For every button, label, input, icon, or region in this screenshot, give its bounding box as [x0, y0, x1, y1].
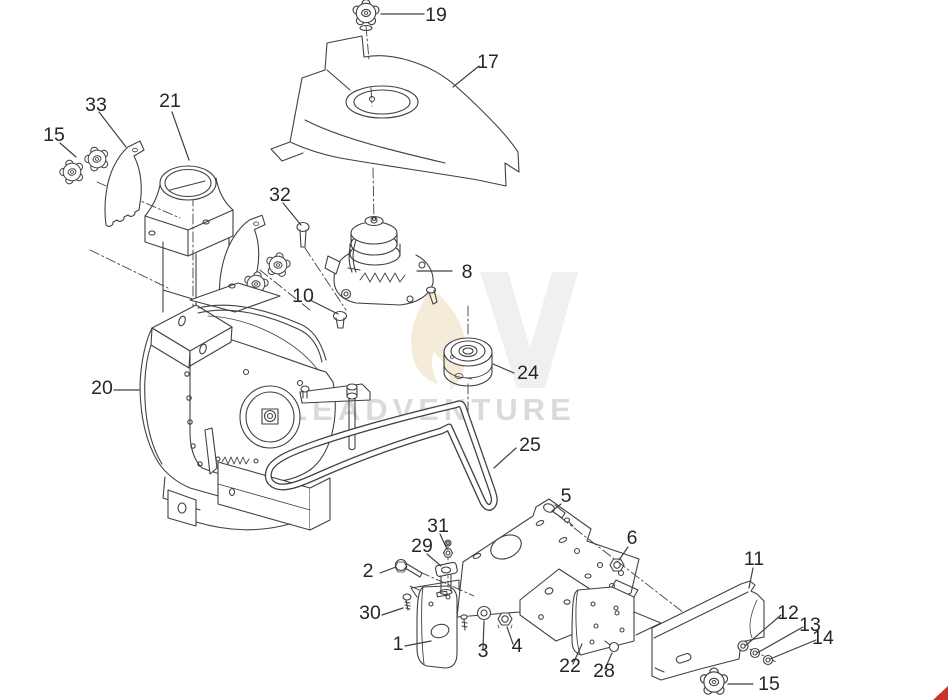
part-bolt-5 [543, 503, 574, 527]
part-mount-plate [410, 579, 460, 669]
callout-label-14: 14 [812, 627, 834, 649]
callout-label-10: 10 [292, 285, 314, 307]
callout-label-1: 1 [393, 633, 404, 655]
callout-label-3: 3 [478, 640, 489, 662]
part-spacer-29 [434, 561, 458, 596]
part-nut-31 [442, 539, 454, 558]
part-bolt-10 [332, 310, 348, 329]
part-knob-15-lower [699, 667, 729, 695]
callout-label-33: 33 [85, 94, 107, 116]
callout-label-2: 2 [363, 560, 374, 582]
callout-label-30: 30 [359, 602, 381, 624]
callout-label-11: 11 [744, 548, 764, 570]
leadventure-watermark: LEADVENTURE [288, 272, 578, 427]
callout-label-22: 22 [559, 655, 581, 677]
callout-label-5: 5 [561, 485, 572, 507]
callout-label-29: 29 [411, 535, 433, 557]
callout-label-31: 31 [427, 515, 449, 537]
part-bolt-28 [604, 640, 620, 653]
callout-label-19: 19 [425, 4, 447, 26]
v-watermark-icon [480, 272, 578, 388]
callout-label-15-bottom: 15 [758, 673, 780, 695]
part-screw-30 [402, 593, 412, 611]
part-bolt-32 [296, 221, 310, 248]
callout-labels: 19 17 33 21 15 32 8 10 24 20 25 5 31 29 … [43, 4, 834, 695]
part-engine-cover [270, 35, 520, 187]
part-washer-13 [749, 647, 761, 659]
callout-label-21: 21 [159, 90, 181, 112]
part-discharge-chute [144, 165, 234, 323]
callout-label-28: 28 [593, 660, 615, 682]
callout-label-17: 17 [477, 51, 499, 73]
part-nut-4 [497, 612, 513, 629]
flame-watermark-icon [411, 288, 467, 390]
callout-label-4: 4 [512, 635, 523, 657]
part-belt [264, 400, 498, 511]
part-clutch [324, 215, 438, 306]
part-washer-12 [737, 640, 749, 652]
part-blower-housing [139, 282, 371, 531]
part-knob-15-upper-left [56, 143, 113, 187]
part-pulley [443, 337, 493, 387]
callout-label-15-top: 15 [43, 124, 65, 146]
callout-label-12: 12 [777, 602, 799, 624]
corner-logo-mark [933, 686, 948, 700]
callout-label-8: 8 [462, 261, 473, 283]
part-weight-cover [651, 580, 765, 681]
leader-lines [59, 13, 817, 685]
callout-label-32: 32 [269, 184, 291, 206]
callout-label-6: 6 [627, 527, 638, 549]
part-washer-3 [476, 605, 492, 621]
part-screw-small [460, 614, 468, 631]
callout-label-20: 20 [91, 377, 113, 399]
part-nut-6 [609, 558, 625, 572]
part-bolt-2 [394, 558, 423, 578]
callout-label-25: 25 [519, 434, 541, 456]
callout-label-24: 24 [517, 362, 539, 384]
part-nut-14 [762, 654, 774, 666]
callout-label-13: 13 [799, 614, 821, 636]
part-serrated-bracket-left [104, 140, 145, 227]
